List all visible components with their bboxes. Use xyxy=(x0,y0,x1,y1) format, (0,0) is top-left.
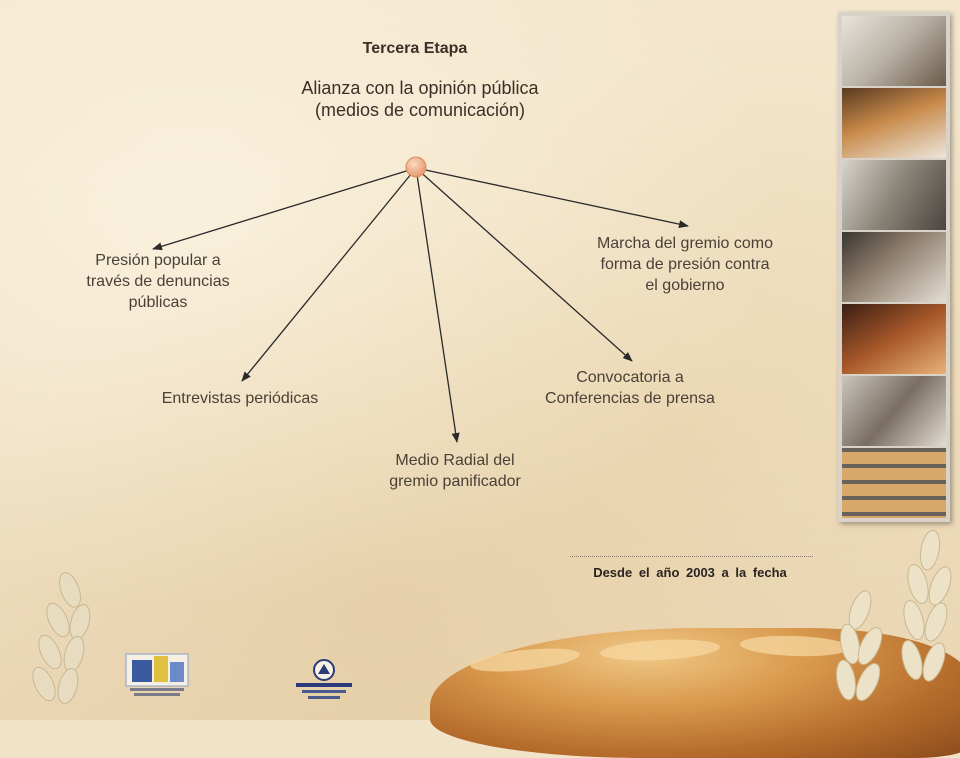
arrow-presion xyxy=(152,167,417,251)
stage-title: Tercera Etapa xyxy=(362,40,468,57)
arrow-radial xyxy=(415,167,460,443)
hub-node xyxy=(405,156,427,178)
subtitle-line-2: (medios de comunicación) xyxy=(314,100,526,120)
bakery-photo xyxy=(842,304,946,374)
branch-line: Conferencias de prensa xyxy=(545,390,715,407)
branch-line: Marcha del gremio como xyxy=(596,235,774,252)
bakery-commission-logo xyxy=(125,653,189,696)
stage-subtitle: Alianza con la opinión pública (medios d… xyxy=(250,77,590,121)
parchment-background xyxy=(0,0,960,720)
branch-line: Entrevistas periódicas xyxy=(161,390,319,407)
branch-line: forma de presión contra xyxy=(600,256,770,273)
branch-line: Convocatoria a xyxy=(576,369,684,386)
branch-presion: Presión popular a través de denuncias pú… xyxy=(58,250,258,313)
bakery-photo-strip xyxy=(838,12,950,522)
bakery-photo xyxy=(842,16,946,86)
branch-line: Medio Radial del xyxy=(395,452,515,469)
bakery-photo xyxy=(842,448,946,518)
branch-radial: Medio Radial del gremio panificador xyxy=(355,450,555,492)
subtitle-line-1: Alianza con la opinión pública xyxy=(301,78,539,98)
branch-diagram xyxy=(152,156,689,443)
bread-crust-highlight xyxy=(599,636,721,664)
bakery-photo xyxy=(842,88,946,158)
arrow-marcha xyxy=(415,167,689,229)
arrow-conferencias xyxy=(415,167,633,362)
branch-line: el gobierno xyxy=(645,277,725,294)
branch-marcha: Marcha del gremio como forma de presión … xyxy=(570,233,800,296)
branch-entrevistas: Entrevistas periódicas xyxy=(130,388,350,409)
branch-line: gremio panificador xyxy=(389,473,521,490)
arrow-entrevistas xyxy=(241,167,417,382)
branch-line: través de denuncias xyxy=(86,273,230,290)
branch-conferencias: Convocatoria a Conferencias de prensa xyxy=(520,367,740,409)
date-divider xyxy=(570,556,813,557)
bakery-photo xyxy=(842,232,946,302)
branch-line: Presión popular a xyxy=(95,252,221,269)
date-range: Desde el año 2003 a la fecha xyxy=(593,565,787,580)
wheat-right xyxy=(835,529,952,702)
bakery-photo xyxy=(842,376,946,446)
branch-line: públicas xyxy=(128,294,188,311)
government-logo xyxy=(296,659,352,699)
wheat-left xyxy=(32,572,91,705)
bakery-photo xyxy=(842,160,946,230)
